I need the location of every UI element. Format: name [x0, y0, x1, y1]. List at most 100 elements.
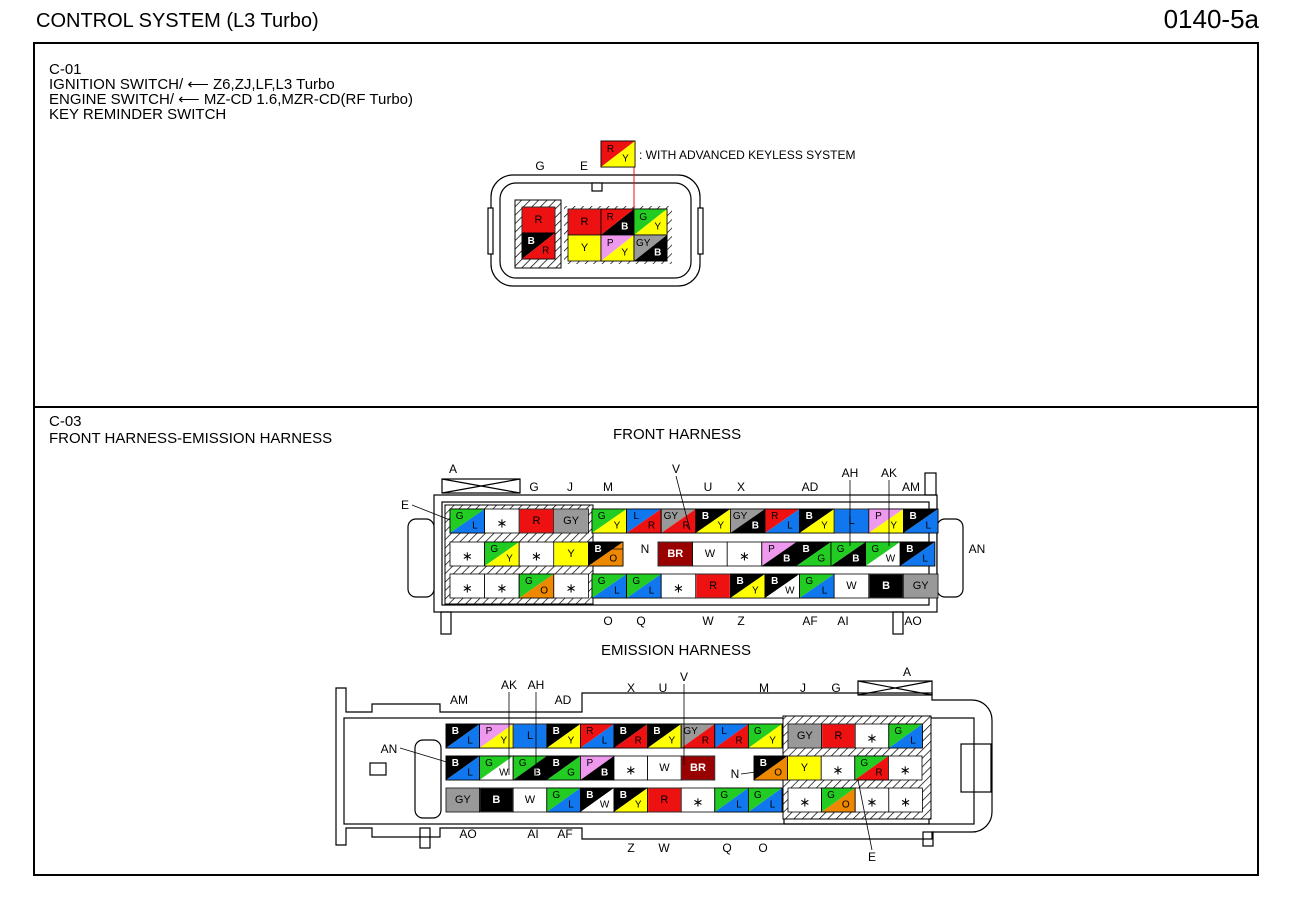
pin-color-label: G	[817, 553, 825, 564]
pin-color-label: B	[586, 790, 593, 801]
leader-line	[411, 504, 451, 521]
pin-fill	[681, 756, 715, 780]
pin-color-label: O	[842, 799, 850, 810]
pin-color-label: L	[568, 799, 574, 810]
pin-fill-tracer	[888, 724, 923, 748]
pin-color-label: G	[754, 726, 762, 737]
pin-fill-primary	[626, 509, 662, 533]
pin-fill-tracer	[730, 509, 765, 533]
pin-color-label: G	[894, 726, 902, 737]
pin-position-label: AH	[528, 678, 545, 692]
pin-color-label: L	[467, 767, 473, 778]
pin-border	[748, 787, 783, 813]
pin-color-label: Y	[752, 585, 759, 596]
leader-line	[740, 771, 757, 775]
pin-position-label: J	[567, 480, 573, 494]
pin-fill-tracer	[714, 788, 749, 812]
pin-position-label: E	[580, 159, 588, 173]
keyless-legend-text: : WITH ADVANCED KEYLESS SYSTEM	[639, 148, 856, 162]
pin-fill-tracer	[592, 509, 627, 533]
pin-color-label: B	[653, 726, 660, 737]
empty-pin-mark: ∗	[673, 581, 684, 596]
pin-color-label: G	[805, 576, 813, 587]
connector-id: C-03	[49, 413, 82, 430]
pin-position-label: E	[868, 850, 876, 864]
pin-cell	[888, 755, 923, 781]
front-connector-outline	[407, 472, 964, 635]
pin-fill	[513, 788, 547, 812]
pin-fill-primary	[479, 724, 514, 748]
pin-color-label: R	[648, 520, 655, 531]
pin-color-label: L	[848, 515, 854, 527]
pin-fill-tracer	[580, 788, 614, 812]
pin-color-label: L	[602, 735, 608, 746]
pin-color-label: G	[871, 544, 879, 555]
pin-fill-tracer	[765, 509, 800, 533]
pin-fill	[513, 724, 547, 748]
pin-color-label: G	[456, 511, 464, 522]
pin-position-label: J	[800, 681, 806, 695]
pin-color-label: GY	[636, 238, 651, 249]
pin-color-label: B	[882, 580, 890, 592]
pin-fill-primary	[714, 788, 749, 812]
empty-pin-mark: ∗	[625, 763, 636, 778]
pin-color-label: B	[752, 520, 759, 531]
pin-color-label: Y	[717, 520, 724, 531]
pin-color-label: Y	[614, 520, 621, 531]
pin-color-label: O	[774, 767, 782, 778]
pin-color-label: G	[720, 790, 728, 801]
pin-color-label: B	[594, 544, 601, 555]
pin-color-label: L	[787, 520, 793, 531]
pin-color-label: L	[910, 735, 916, 746]
pin-fill	[554, 542, 588, 566]
pin-fill-primary	[647, 724, 682, 748]
pin-color-label: L	[721, 726, 727, 737]
pin-color-label: B	[852, 553, 859, 564]
pin-position-label: AN	[381, 742, 398, 756]
pin-position-label: E	[401, 498, 409, 512]
pin-fill-tracer	[513, 756, 547, 780]
pin-fill-tracer	[626, 509, 662, 533]
empty-pin-mark: ∗	[531, 549, 542, 564]
pin-fill	[869, 574, 903, 598]
pin-position-label: X	[627, 681, 635, 695]
pin-color-label: B	[736, 576, 743, 587]
pin-color-label: B	[806, 511, 813, 522]
pin-fill-tracer	[634, 235, 667, 261]
pin-color-label: B	[620, 726, 627, 737]
pin-position-label: Z	[627, 841, 634, 855]
pin-position-label: AM	[902, 480, 920, 494]
c01-connector-outline	[487, 174, 704, 287]
pin-fill-tracer	[854, 756, 889, 780]
pin-fill-tracer	[796, 542, 831, 566]
pin-color-label: Y	[821, 520, 828, 531]
pin-fill-tracer	[546, 724, 581, 748]
pin-position-label: M	[759, 681, 769, 695]
page-code: 0140-5a	[1163, 4, 1259, 34]
pin-fill-tracer	[580, 756, 614, 780]
pin-color-label: L	[822, 585, 828, 596]
pin-color-label: B	[452, 726, 459, 737]
key-reminder-label: KEY REMINDER SWITCH	[49, 106, 227, 123]
emission-harness-title: EMISSION HARNESS	[601, 642, 752, 659]
pin-color-label: GY	[455, 794, 472, 806]
pin-color-label: Y	[622, 154, 629, 165]
pin-fill-primary	[854, 756, 889, 780]
pin-position-label: N	[641, 542, 650, 556]
empty-pin-mark: ∗	[739, 549, 750, 564]
pin-color-label: L	[634, 511, 640, 522]
pin-fill-tracer	[601, 235, 634, 261]
pin-color-label: G	[485, 758, 493, 769]
pin-cell	[484, 508, 520, 534]
pin-color-label: Y	[621, 248, 628, 259]
pin-color-label: BR	[667, 548, 683, 560]
pin-color-label: B	[771, 576, 778, 587]
pin-position-label: AD	[555, 693, 572, 707]
pin-color-label: G	[567, 767, 575, 778]
pin-color-label: P	[875, 511, 882, 522]
pin-fill-tracer	[522, 233, 555, 259]
pin-position-label: N	[731, 767, 740, 781]
pin-position-label: Z	[737, 614, 744, 628]
pin-position-label: AO	[904, 614, 921, 628]
pin-fill-primary	[546, 724, 581, 748]
